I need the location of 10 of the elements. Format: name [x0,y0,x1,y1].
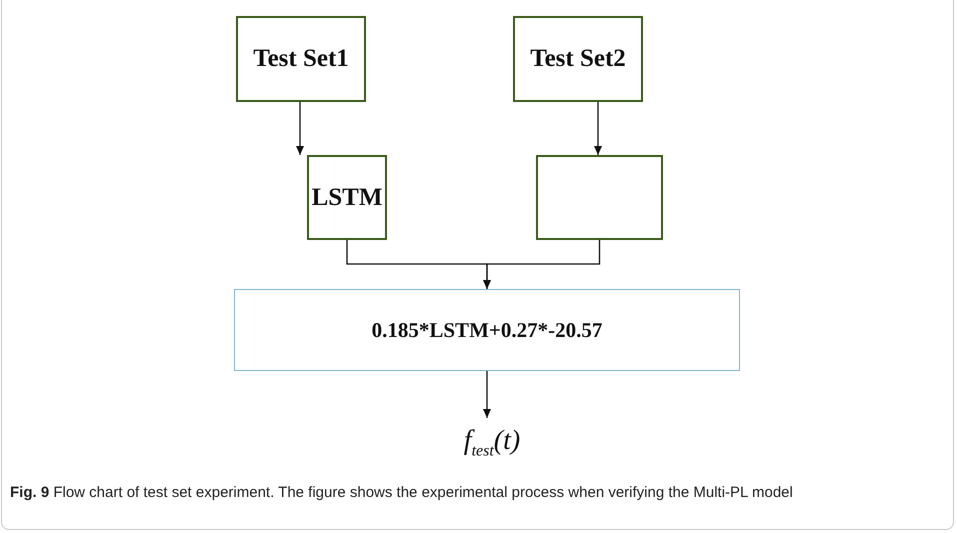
arrow [483,371,491,418]
process-box [536,155,663,240]
process-box: LSTM [307,155,387,240]
arrow [483,240,600,289]
arrow [594,102,602,155]
process-box: Test Set2 [513,16,643,102]
formula-box: 0.185*LSTM+0.27*-20.57 [234,289,740,371]
process-box: Test Set1 [236,16,366,102]
figure-caption: Fig. 9 Flow chart of test set experiment. The figure shows the experimental process when verifying the Multi-PL model [10,483,794,503]
arrow [296,102,304,155]
